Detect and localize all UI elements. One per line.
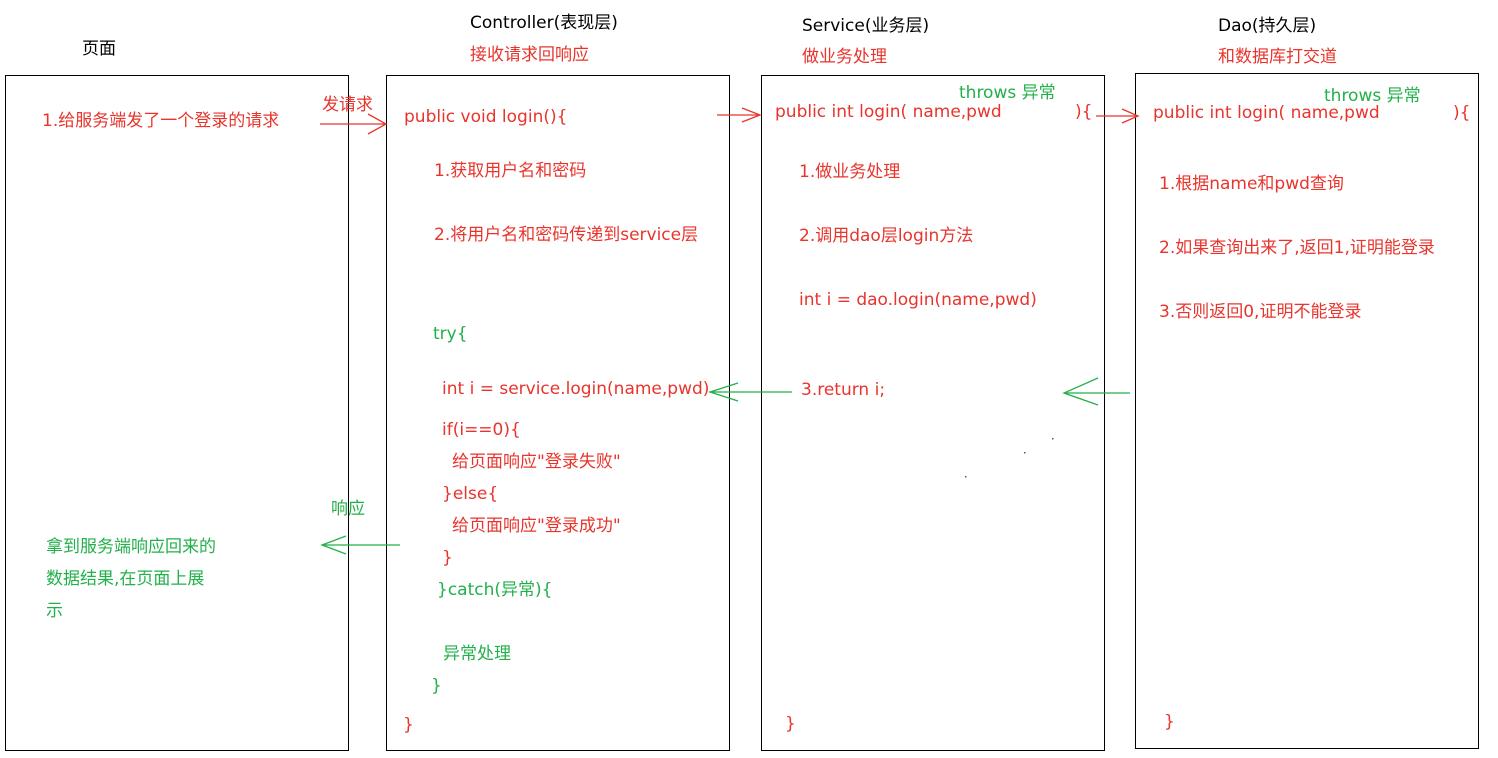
page-result-line-1: 拿到服务端响应回来的 [46,537,216,557]
service-throws: throws 异常 [959,83,1056,103]
dao-column-subtitle: 和数据库打交道 [1218,47,1337,67]
controller-exception-handling: 异常处理 [443,644,511,664]
request-arrow-controller-to-service [717,107,762,123]
send-request-label: 发请求 [322,95,373,115]
dao-box [1135,73,1479,749]
page-result-line-3: 示 [46,601,63,621]
response-arrow-controller-to-page [320,535,400,555]
service-signature: public int login( name,pwd [775,102,1002,122]
dao-throws: throws 异常 [1324,86,1421,106]
request-arrow-page-to-controller [320,113,388,135]
request-arrow-service-to-dao [1096,108,1140,124]
controller-method-close: } [403,715,414,735]
page-box [5,75,349,751]
dao-signature-brace: ){ [1453,103,1471,123]
page-result-line-2: 数据结果,在页面上展 [46,569,205,589]
return-arrow-service-to-controller [707,382,792,402]
controller-service-call: int i = service.login(name,pwd) [442,379,710,399]
controller-column-title: Controller(表现层) [470,13,618,33]
controller-else-line: }else{ [442,484,499,504]
controller-try-close: } [431,676,442,696]
controller-column-subtitle: 接收请求回响应 [470,45,589,65]
controller-if-line: if(i==0){ [442,420,521,440]
service-dao-call: int i = dao.login(name,pwd) [799,290,1037,310]
controller-box [386,75,730,751]
dao-column-title: Dao(持久层) [1218,16,1317,36]
controller-if-close: } [442,548,453,568]
service-signature-brace: ){ [1075,102,1093,122]
dao-method-close: } [1164,712,1175,732]
service-step-2: 2.调用dao层login方法 [799,226,974,246]
service-step-1: 1.做业务处理 [799,162,901,182]
dao-signature: public int login( name,pwd [1153,103,1380,123]
service-box [761,75,1105,751]
dao-step-3: 3.否则返回0,证明不能登录 [1159,302,1362,322]
service-return-line: 3.return i; [801,380,886,400]
controller-fail-line: 给页面响应"登录失败" [452,452,621,472]
controller-signature: public void login(){ [404,107,568,127]
dao-step-2: 2.如果查询出来了,返回1,证明能登录 [1159,238,1435,258]
response-label: 响应 [331,499,365,519]
service-column-subtitle: 做业务处理 [802,47,887,67]
service-method-close: } [785,714,796,734]
dao-step-1: 1.根据name和pwd查询 [1159,174,1344,194]
controller-try-open: try{ [433,324,468,344]
page-column-title: 页面 [82,39,116,59]
controller-step-2: 2.将用户名和密码传递到service层 [434,225,699,245]
controller-catch-line: }catch(异常){ [437,580,553,600]
controller-success-line: 给页面响应"登录成功" [452,516,621,536]
service-column-title: Service(业务层) [802,16,930,36]
return-arrow-dao-to-service [1062,377,1130,406]
page-request-text: 1.给服务端发了一个登录的请求 [42,111,280,131]
controller-step-1: 1.获取用户名和密码 [434,161,587,181]
